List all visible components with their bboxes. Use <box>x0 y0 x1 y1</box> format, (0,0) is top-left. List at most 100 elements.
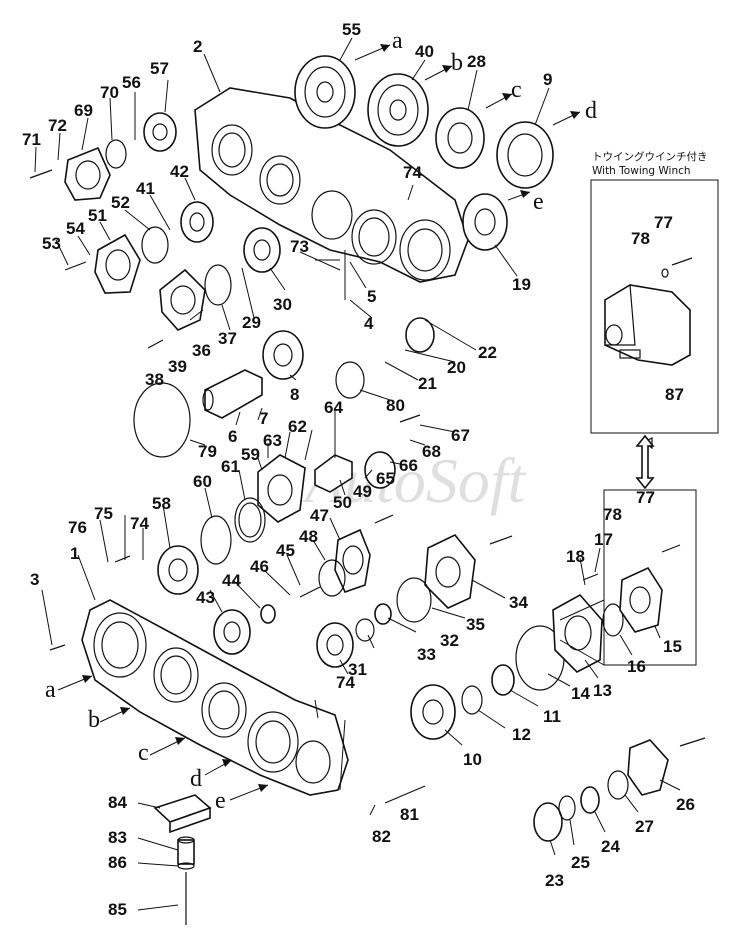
bearing-30 <box>243 227 281 273</box>
callout-60: 60 <box>193 472 212 491</box>
callout-9: 9 <box>543 70 552 89</box>
callout-49: 49 <box>353 482 372 501</box>
callout-73: 73 <box>290 237 309 256</box>
lower-input-arrows <box>57 675 269 801</box>
bearing-43 <box>213 609 251 655</box>
spacer-83 <box>177 836 195 865</box>
towing-winch-inset <box>590 179 719 434</box>
oring-48 <box>318 559 346 597</box>
callout-20: 20 <box>447 358 466 377</box>
callout-70: 70 <box>100 83 119 102</box>
callout-15: 15 <box>663 637 682 656</box>
callout-74-low: 74 <box>336 673 355 692</box>
callout-61: 61 <box>221 457 240 476</box>
washer-12 <box>461 685 483 715</box>
callout-1: 1 <box>70 544 79 563</box>
callout-80: 80 <box>386 396 405 415</box>
gear-40 <box>367 73 429 147</box>
inset-title-en: With Towing Winch <box>592 165 691 177</box>
callout-4: 4 <box>364 314 374 333</box>
callout-68: 68 <box>422 442 441 461</box>
oring-16 <box>602 603 624 637</box>
callout-47: 47 <box>310 506 329 525</box>
callout-16: 16 <box>627 657 646 676</box>
cover-34 <box>424 534 476 609</box>
cover-63 <box>257 454 306 523</box>
oring-52 <box>141 226 169 264</box>
callout-36: 36 <box>192 341 211 360</box>
callout-58: 58 <box>152 494 171 513</box>
callout-32: 32 <box>440 631 459 650</box>
callout-55: 55 <box>342 20 361 39</box>
callout-28: 28 <box>467 52 486 71</box>
callout-8: 8 <box>290 385 299 404</box>
bearing-31 <box>316 622 354 668</box>
inset-title-jp: トウイングウインチ付き <box>592 150 708 163</box>
callout-78-box: 78 <box>603 505 622 524</box>
washer-44 <box>260 604 276 624</box>
oring-60 <box>200 515 232 565</box>
callout-44: 44 <box>222 571 241 590</box>
shaft-6 <box>202 369 263 419</box>
bearing-8 <box>262 330 304 380</box>
nut-32 <box>374 603 392 625</box>
callout-37: 37 <box>218 329 237 348</box>
winch-flange-box <box>559 489 697 666</box>
callout-69: 69 <box>74 101 93 120</box>
letter-e-top: e <box>533 189 544 215</box>
nut-24 <box>580 786 600 814</box>
cover-47 <box>334 528 371 593</box>
bearing-57 <box>143 112 177 152</box>
callout-2: 2 <box>193 37 202 56</box>
callout-77-inset: 77 <box>654 213 673 232</box>
callout-82: 82 <box>372 827 391 846</box>
plate-65 <box>364 451 396 489</box>
gear-19 <box>462 193 508 251</box>
callout-19: 19 <box>512 275 531 294</box>
callout-43: 43 <box>196 588 215 607</box>
bracket-84 <box>153 794 212 834</box>
oring-35 <box>396 577 432 623</box>
oring-80 <box>335 361 365 399</box>
callout-77-box: 77 <box>636 488 655 507</box>
callout-50: 50 <box>333 493 352 512</box>
leader-lines <box>34 37 681 911</box>
callout-54: 54 <box>66 219 85 238</box>
cover-26 <box>627 739 669 796</box>
letter-c-top: c <box>511 77 522 103</box>
upper-output-arrows <box>354 44 581 201</box>
letter-a-top: a <box>392 28 403 54</box>
letter-d-bottom: d <box>190 766 202 792</box>
callout-7: 7 <box>259 409 268 428</box>
callout-24: 24 <box>601 837 620 856</box>
callout-numbers: 2 55 40 28 9 19 57 56 70 69 72 71 42 41 … <box>22 20 695 919</box>
callout-75: 75 <box>94 504 113 523</box>
callout-51: 51 <box>88 206 107 225</box>
callout-52: 52 <box>111 193 130 212</box>
oring-27 <box>607 770 629 800</box>
washer-25 <box>558 795 576 821</box>
callout-12: 12 <box>512 725 531 744</box>
inset-link-arrow <box>635 434 655 490</box>
letter-e-bottom: e <box>215 788 226 814</box>
callout-33: 33 <box>417 645 436 664</box>
callout-22: 22 <box>478 343 497 362</box>
callout-84: 84 <box>108 793 127 812</box>
lower-case-housing <box>81 599 349 796</box>
callout-48: 48 <box>299 527 318 546</box>
callout-64: 64 <box>324 398 343 417</box>
callout-10: 10 <box>463 750 482 769</box>
callout-86: 86 <box>108 853 127 872</box>
letter-a-bottom: a <box>45 677 56 703</box>
gear-28 <box>435 107 485 169</box>
letter-b-top: b <box>451 50 463 76</box>
callout-67: 67 <box>451 426 470 445</box>
bearing-58 <box>157 545 199 595</box>
letter-c-bottom: c <box>138 740 149 766</box>
callout-11: 11 <box>543 707 561 726</box>
callout-71: 71 <box>22 130 41 149</box>
callout-76: 76 <box>68 518 87 537</box>
callout-13: 13 <box>593 681 612 700</box>
callout-83: 83 <box>108 828 127 847</box>
